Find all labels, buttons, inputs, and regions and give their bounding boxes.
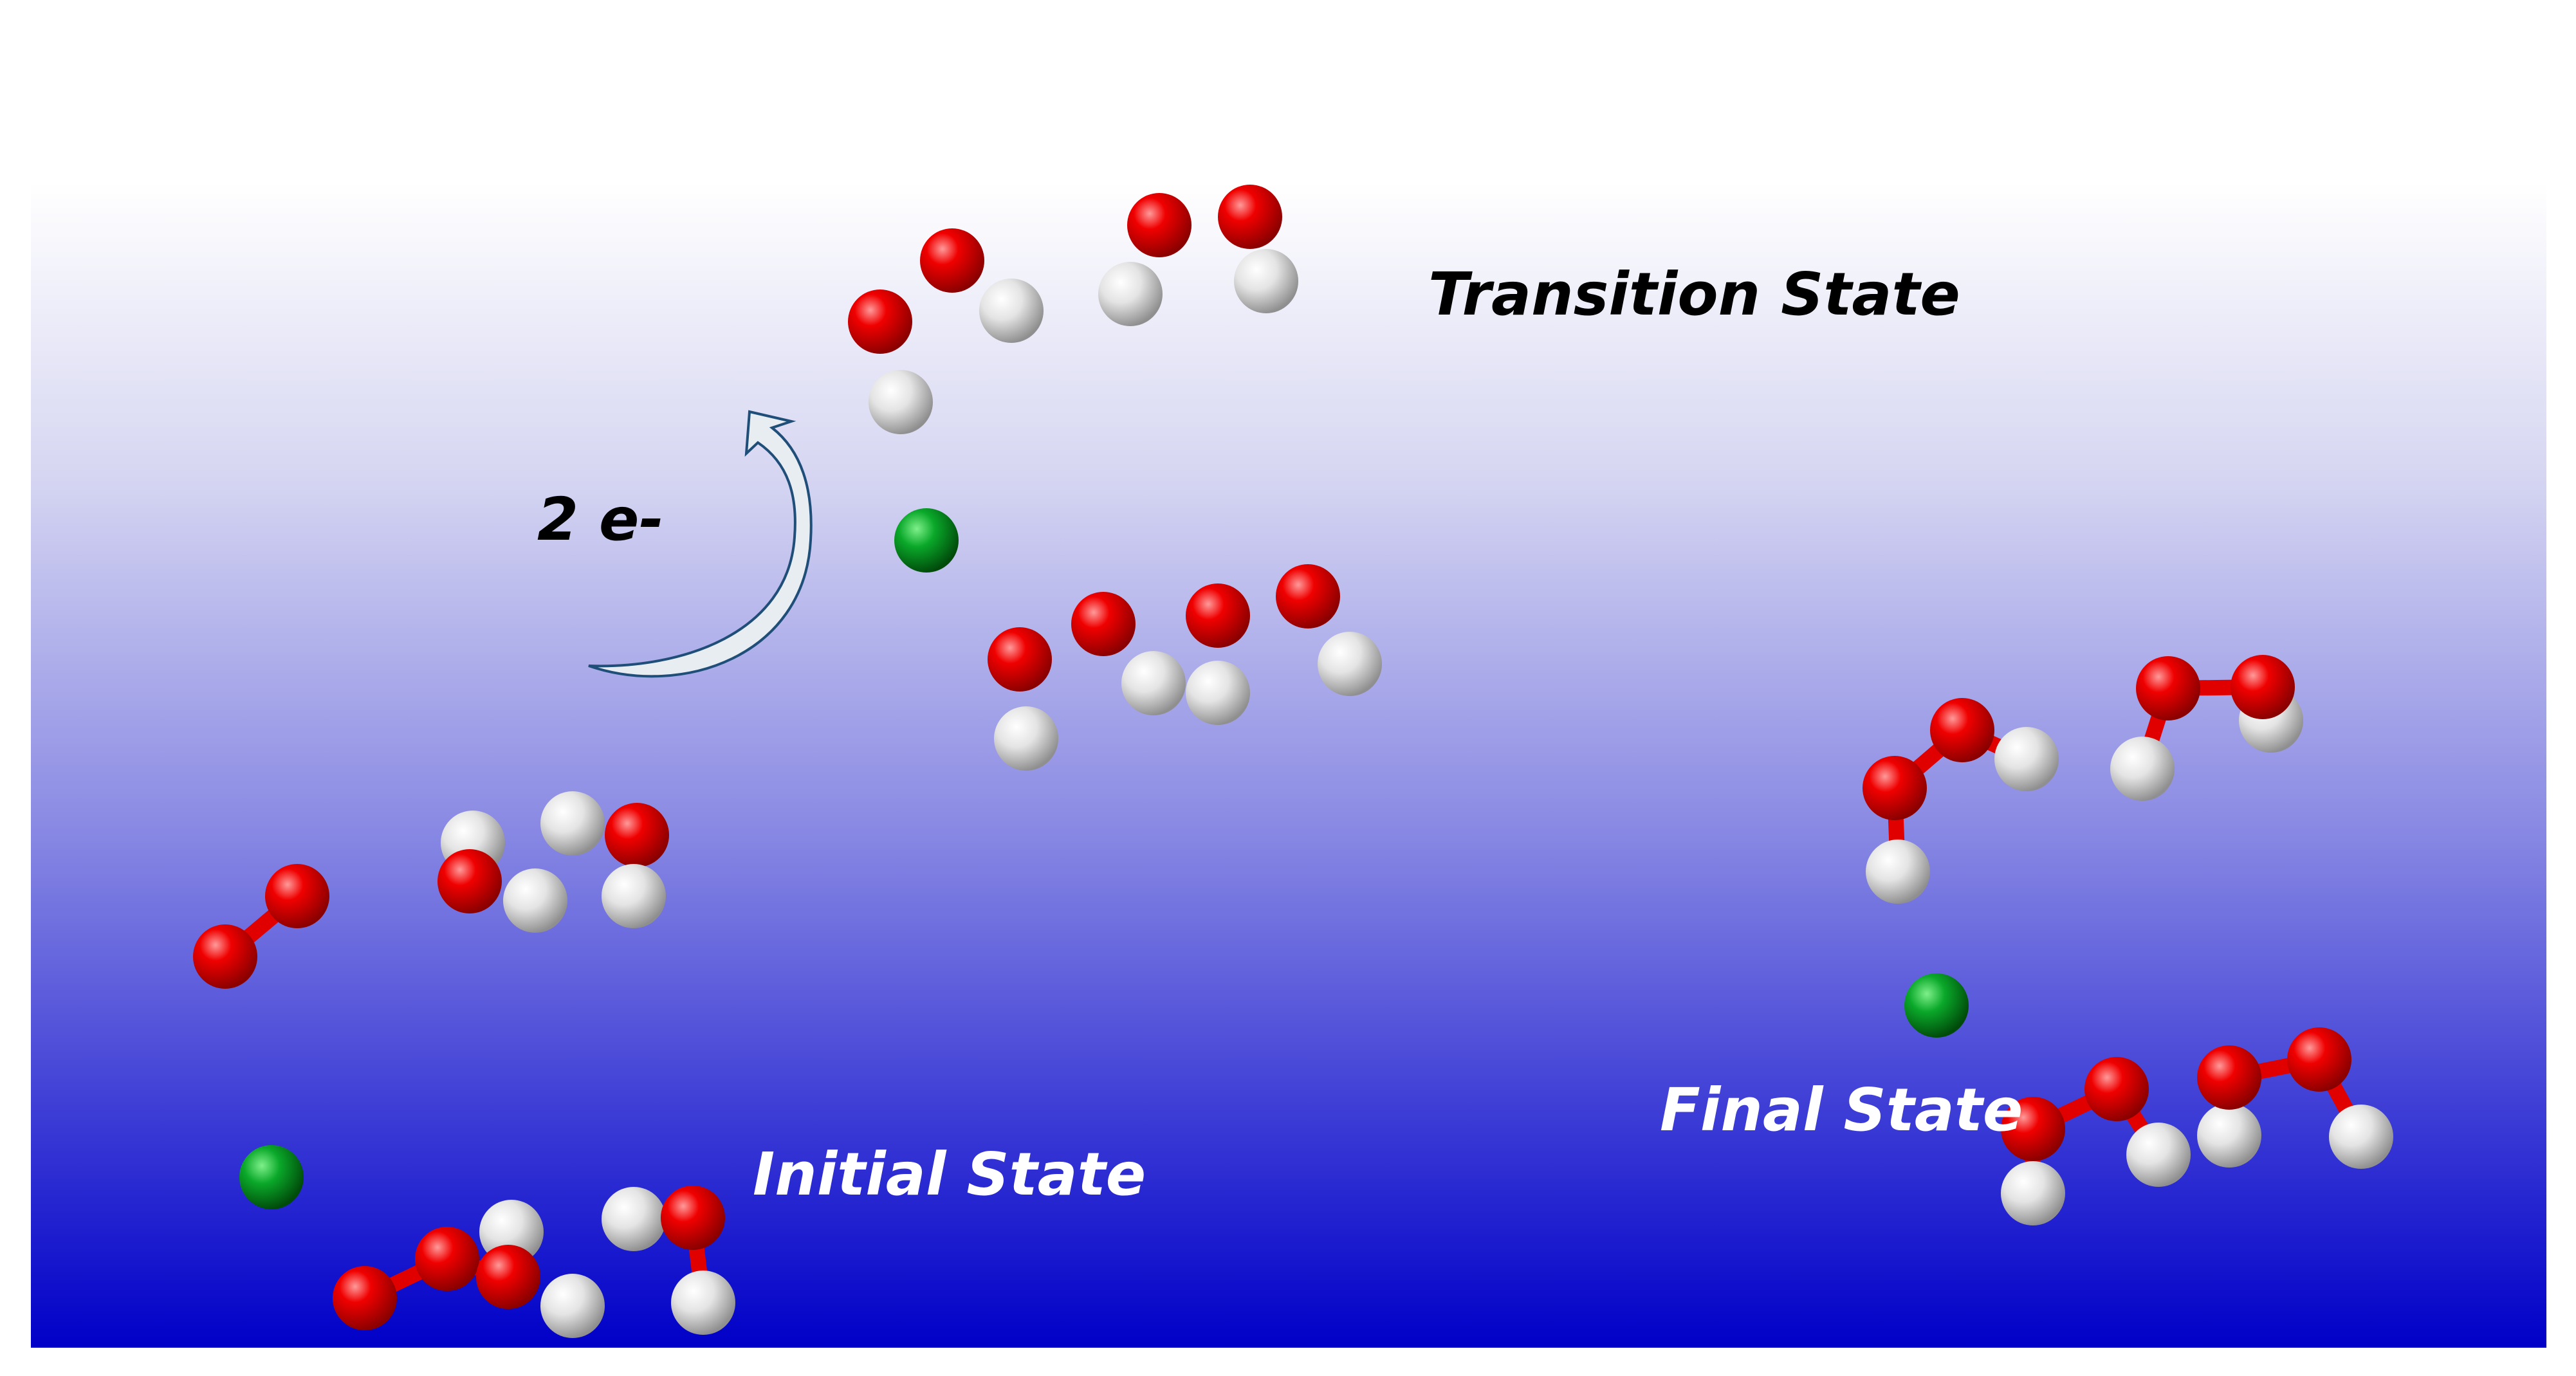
hydrogen-atom xyxy=(602,864,666,928)
oxygen-atom xyxy=(661,1186,725,1250)
oxygen-atom xyxy=(1071,592,1136,656)
oxygen-atom xyxy=(2231,655,2295,719)
oxygen-atom xyxy=(2084,1057,2149,1121)
hydrogen-atom xyxy=(503,868,567,933)
oxygen-atom xyxy=(1276,564,1340,628)
ion-atom xyxy=(1904,973,1969,1038)
hydrogen-atom xyxy=(1098,262,1163,326)
hydrogen-atom xyxy=(979,279,1044,343)
final-state-label: Final State xyxy=(1660,1076,2023,1144)
oxygen-atom xyxy=(2001,1097,2065,1161)
oxygen-atom xyxy=(1186,583,1250,648)
hydrogen-atom xyxy=(2329,1105,2393,1169)
oxygen-atom xyxy=(193,924,257,989)
hydrogen-atom xyxy=(671,1271,735,1335)
oxygen-atom xyxy=(848,289,912,354)
electron-transfer-arrow xyxy=(588,410,813,678)
oxygen-atom xyxy=(1863,756,1927,820)
hydrogen-atom xyxy=(1866,839,1930,904)
oxygen-atom xyxy=(437,849,502,913)
oxygen-atom xyxy=(476,1245,540,1309)
hydrogen-atom xyxy=(1121,651,1186,715)
hydrogen-atom xyxy=(540,1274,605,1338)
oxygen-atom xyxy=(415,1227,479,1291)
oxygen-atom xyxy=(2136,656,2200,720)
transition-state-label: Transition State xyxy=(1428,260,1960,329)
electron-count-label: 2 e- xyxy=(537,485,664,554)
ion-atom xyxy=(894,508,959,573)
ion-atom xyxy=(239,1145,304,1209)
oxygen-atom xyxy=(1127,193,1191,257)
oxygen-atom xyxy=(988,627,1052,692)
initial-state-label: Initial State xyxy=(753,1140,1146,1209)
oxygen-atom xyxy=(333,1266,397,1330)
hydrogen-atom xyxy=(994,706,1058,771)
atoms-layer xyxy=(193,185,2393,1338)
oxygen-atom xyxy=(1930,698,1994,762)
hydrogen-atom xyxy=(540,791,605,856)
oxygen-atom xyxy=(920,228,984,293)
oxygen-atom xyxy=(1218,185,1282,249)
oxygen-atom xyxy=(2287,1027,2351,1092)
hydrogen-atom xyxy=(1994,727,2059,791)
oxygen-atom xyxy=(2197,1045,2261,1110)
hydrogen-atom xyxy=(2126,1123,2191,1187)
hydrogen-atom xyxy=(602,1187,666,1251)
hydrogen-atom xyxy=(869,370,933,434)
hydrogen-atom xyxy=(1234,249,1298,313)
hydrogen-atom xyxy=(2001,1161,2065,1225)
hydrogen-atom xyxy=(2197,1103,2261,1168)
oxygen-atom xyxy=(265,864,329,928)
hydrogen-atom xyxy=(2110,737,2175,801)
hydrogen-atom xyxy=(1186,661,1250,725)
oxygen-atom xyxy=(605,803,669,867)
hydrogen-atom xyxy=(1318,632,1382,696)
